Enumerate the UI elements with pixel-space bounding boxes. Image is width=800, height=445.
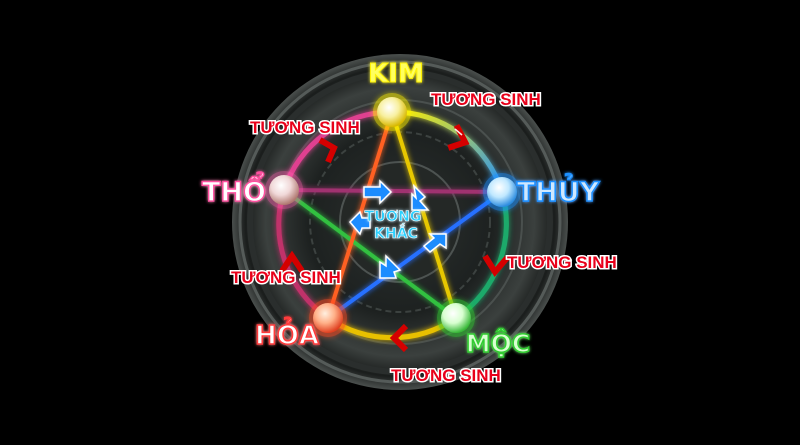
tho-orb [265,171,303,209]
center-arrows [348,179,447,279]
arrow-kim-thuy-icon [447,123,470,151]
relation-kim-thuy-label: TƯƠNG SINH [431,90,541,109]
hoa-orb [309,299,347,337]
center-label-line1: TƯƠNG [365,209,422,225]
relation-hoa-tho-label: TƯƠNG SINH [231,268,341,287]
blue-arrow-top-right-icon [411,183,430,211]
kim-orb [373,93,411,131]
blue-arrow-bottom-icon [379,254,402,279]
center-label-line2: KHẮC [374,223,418,242]
moc-label: MỘC [466,328,530,358]
blue-arrow-right-icon [422,233,447,254]
blue-arrow-left-icon [348,210,371,236]
thuy-label: THỦY [517,172,600,208]
moc-orb [437,299,475,337]
relation-moc-hoa-label: TƯƠNG SINH [391,366,501,385]
relation-tho-kim-label: TƯƠNG SINH [250,118,360,137]
arrow-moc-hoa-icon [389,323,409,353]
center-label: TƯƠNG KHẮC [364,209,422,243]
arrow-hoa-tho-icon [279,250,305,273]
blue-arrow-top-left-icon [363,179,393,205]
relation-thuy-moc-label: TƯƠNG SINH [507,253,617,272]
kim-label: KIM [368,59,424,89]
arrow-thuy-moc-icon [482,254,510,278]
arrow-tho-kim-icon [318,137,338,164]
thuy-orb [483,173,521,211]
hoa-label: HỎA [255,315,319,351]
